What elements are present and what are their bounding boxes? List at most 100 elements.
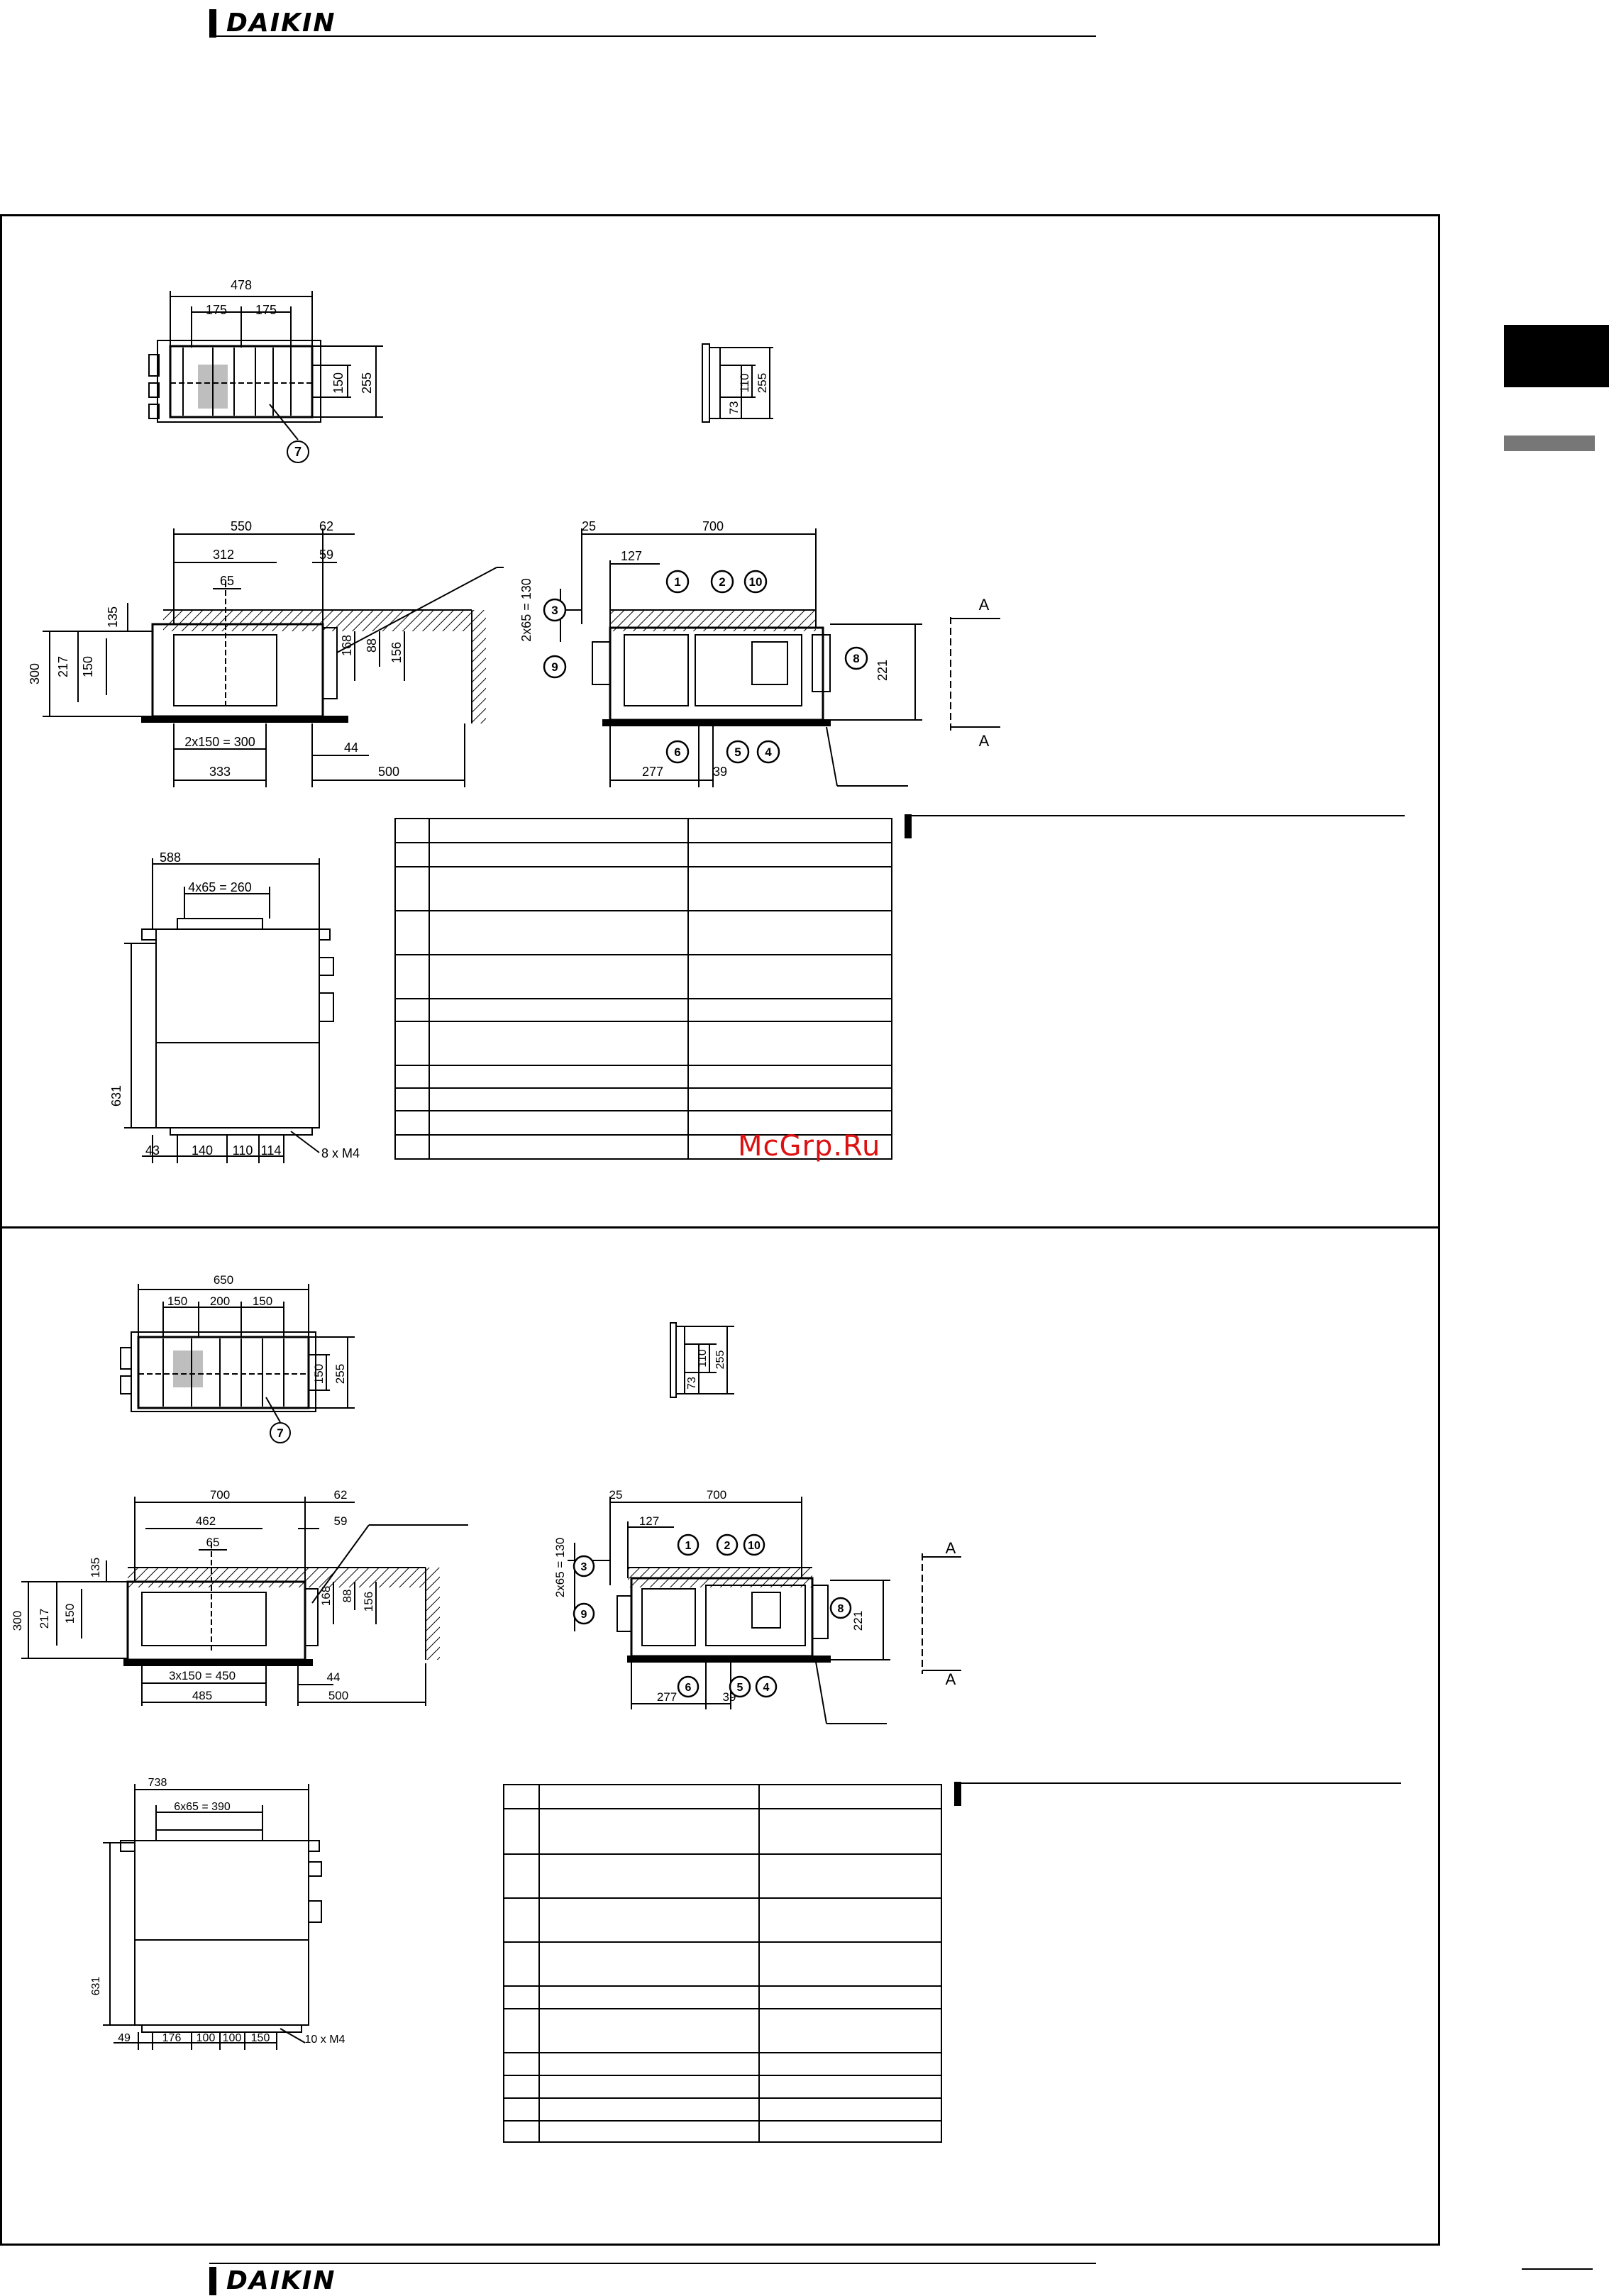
b-bot-w1: 738 [148, 1777, 167, 1789]
a-front-h6: 88 [365, 638, 379, 653]
a-callout-1: 1 [674, 575, 680, 589]
b-bot-w2: 6x65 = 390 [174, 1801, 231, 1813]
a-top-w: 478 [231, 278, 252, 292]
a-callout-6: 6 [674, 745, 680, 759]
b-front-w3: 462 [196, 1514, 216, 1528]
b-section-bottom: A [946, 1670, 956, 1688]
a-front-w1: 550 [231, 519, 252, 533]
a-callout-8: 8 [853, 652, 859, 665]
b-side-v1: 2x65 = 130 [553, 1538, 567, 1598]
a-ss-d3: 255 [756, 373, 769, 393]
footer-rule [209, 2263, 1096, 2264]
b-front-b3: 485 [192, 1689, 212, 1702]
a-front-h7: 156 [389, 642, 404, 663]
b-section-top: A [946, 1539, 956, 1557]
a-front-b1: 2x150 = 300 [184, 735, 255, 749]
a-callout-2: 2 [719, 575, 725, 589]
b-side-b1: 277 [657, 1690, 677, 1704]
a-bot-w1: 588 [160, 850, 181, 865]
b-top-seg2: 200 [210, 1294, 230, 1308]
a-side-b2: 39 [713, 765, 727, 779]
footer-logo: DAIKIN [209, 2266, 336, 2295]
brand-name-footer: DAIKIN [226, 2266, 336, 2295]
a-callout-3: 3 [551, 604, 558, 617]
b-bot-bolts: 10 x M4 [305, 2034, 345, 2046]
a-side-b1: 277 [642, 765, 663, 779]
b-front-w1: 700 [210, 1488, 230, 1502]
unit-b-side-small [670, 1322, 734, 1398]
a-front-w4: 59 [319, 548, 333, 562]
b-callout-2: 2 [724, 1540, 731, 1552]
a-callout-10: 10 [749, 575, 763, 589]
b-top-h2: 255 [333, 1364, 347, 1384]
b-callout-10: 10 [748, 1540, 761, 1552]
unit-a-front-view [43, 528, 504, 787]
unit-a-top-view [148, 291, 383, 463]
a-front-h4: 150 [81, 656, 95, 677]
unit-b-top-view [120, 1284, 355, 1443]
brand-name: DAIKIN [226, 9, 336, 38]
b-ss-d2: 110 [697, 1349, 709, 1368]
b-top-callout: 7 [277, 1426, 283, 1440]
a-top-seg2: 175 [255, 303, 277, 317]
a-side-w2: 700 [702, 519, 724, 533]
b-front-h7: 156 [362, 1592, 375, 1612]
b-bot-b4: 100 [223, 2032, 242, 2044]
b-top-seg1: 150 [167, 1294, 187, 1308]
b-side-w1: 25 [609, 1488, 623, 1502]
a-top-h2: 255 [360, 372, 374, 394]
b-callout-6: 6 [685, 1682, 692, 1694]
header-logo: DAIKIN [209, 9, 336, 38]
b-top-w: 650 [214, 1273, 233, 1287]
b-front-h1: 135 [89, 1558, 102, 1577]
a-front-h3: 217 [56, 656, 70, 677]
a-bot-b4: 114 [261, 1143, 282, 1158]
b-front-b4: 500 [328, 1689, 348, 1702]
b-top-h1: 150 [312, 1364, 326, 1384]
a-bot-b2: 140 [192, 1143, 213, 1158]
a-top-seg1: 175 [206, 303, 227, 317]
b-front-h5: 168 [319, 1586, 333, 1606]
legend-table-b [503, 1784, 942, 2143]
a-front-w5: 65 [220, 574, 234, 588]
section-tab [1504, 325, 1609, 387]
b-front-h6: 88 [341, 1590, 354, 1603]
a-side-w3: 127 [621, 549, 642, 563]
b-bot-b3: 100 [197, 2032, 216, 2044]
a-front-h2: 300 [28, 663, 42, 684]
a-callout-4: 4 [765, 745, 772, 759]
unit-b-bottom-view [103, 1784, 322, 2050]
a-callout-9: 9 [551, 660, 558, 674]
unit-a-bottom-view [124, 858, 334, 1163]
unit-b-front-view [21, 1497, 468, 1706]
b-front-w5: 65 [206, 1536, 220, 1549]
b-front-h4: 150 [63, 1604, 77, 1624]
unit-a-side-small [702, 343, 773, 423]
a-front-h1: 135 [106, 606, 120, 628]
b-callout-4: 4 [763, 1682, 770, 1694]
a-bot-b1: 43 [145, 1143, 160, 1158]
a-callout-5: 5 [734, 745, 741, 759]
a-bot-bolts: 8 x M4 [321, 1146, 360, 1160]
a-side-w1: 25 [582, 519, 596, 533]
a-front-w2: 62 [319, 519, 333, 533]
subsection-tab [1504, 436, 1595, 451]
notes-header-b [954, 1782, 1401, 1806]
b-callout-9: 9 [581, 1609, 587, 1621]
a-side-h1: 221 [875, 660, 890, 681]
header-rule [209, 35, 1096, 37]
a-side-v1: 2x65 = 130 [519, 578, 533, 642]
b-bot-h1: 631 [90, 1977, 102, 1996]
b-front-w2: 62 [334, 1488, 348, 1502]
a-top-h1: 150 [331, 372, 345, 394]
b-side-h1: 221 [851, 1611, 865, 1631]
notes-header-a [905, 814, 1405, 838]
a-front-b3: 333 [209, 765, 231, 779]
a-top-callout: 7 [294, 445, 302, 459]
b-ss-d3: 255 [714, 1351, 726, 1370]
b-front-b2: 44 [327, 1670, 341, 1684]
b-side-w2: 700 [707, 1488, 726, 1502]
legend-table-a [394, 818, 892, 1160]
a-ss-d2: 110 [738, 373, 751, 392]
b-callout-8: 8 [838, 1603, 844, 1615]
